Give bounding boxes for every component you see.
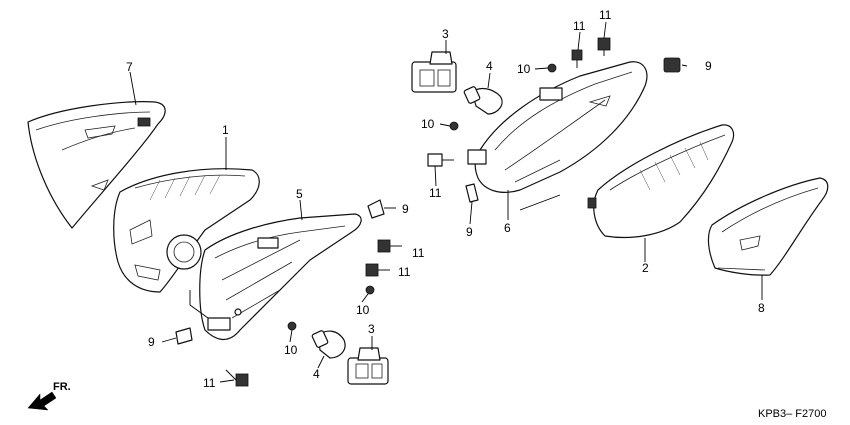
callout-5: 5 — [296, 187, 303, 201]
part-4-bulb-upper — [463, 86, 503, 115]
callout-11-bottom: 11 — [203, 376, 216, 390]
screw-10-top — [547, 63, 557, 73]
front-direction-indicator: FR. — [27, 381, 71, 411]
callout-6: 6 — [504, 221, 511, 235]
screw-10-lower — [287, 321, 297, 331]
screw-10-center — [365, 285, 375, 295]
bolt-11-top-a — [571, 49, 583, 68]
clip-9-middle-left — [367, 199, 385, 219]
callout-9-lower-left: 9 — [148, 335, 155, 349]
callout-10-lower: 10 — [284, 343, 298, 357]
bolt-11-mid-a — [377, 239, 402, 253]
callout-10-center: 10 — [356, 303, 370, 317]
leader-lines — [129, 21, 763, 383]
part-5-left-bracket — [199, 213, 362, 340]
callout-10-upper-mid: 10 — [421, 117, 435, 131]
part-3-socket-lower — [347, 347, 389, 385]
part-8-right-visor — [707, 177, 829, 276]
clip-9-middle-right — [465, 183, 479, 203]
part-7-left-visor — [27, 101, 166, 229]
callout-3-lower: 3 — [368, 322, 375, 336]
callout-11-top-a: 11 — [573, 19, 586, 33]
direction-label: FR. — [53, 381, 71, 393]
bolt-11-top-b — [597, 37, 611, 56]
callout-11-mid-a: 11 — [412, 246, 425, 260]
callout-9-middle-right: 9 — [466, 225, 473, 239]
callout-2: 2 — [642, 261, 649, 275]
callout-11-mid-b: 11 — [398, 265, 411, 279]
bolt-11-bottom — [225, 369, 249, 387]
callout-11-top-b: 11 — [599, 8, 612, 22]
part-4-bulb-lower — [311, 330, 346, 359]
callout-10-top: 10 — [517, 62, 531, 76]
callout-1: 1 — [222, 123, 229, 137]
part-6-right-bracket — [467, 61, 648, 193]
callout-8: 8 — [758, 301, 765, 315]
front-arrow-icon — [27, 391, 57, 411]
callout-7: 7 — [126, 60, 133, 74]
screw-10-upper-mid — [449, 121, 459, 131]
clip-9-lower-left — [175, 327, 193, 345]
clip-9-upper-right — [663, 57, 681, 73]
callout-3-upper: 3 — [442, 27, 449, 41]
part-3-socket-upper — [411, 51, 457, 93]
callout-4-lower: 4 — [313, 367, 320, 381]
callout-9-upper-right: 9 — [705, 59, 712, 73]
diagram-code: KPB3– F2700 — [758, 408, 827, 420]
part-2-right-turn-signal — [587, 124, 735, 239]
callout-9-middle-left: 9 — [402, 202, 409, 216]
callout-4-upper: 4 — [486, 59, 493, 73]
callout-11-mid-left: 11 — [429, 186, 442, 200]
part-1-left-turn-signal — [113, 168, 260, 293]
bolt-11-mid-left — [427, 153, 454, 167]
callout-labels: 1 2 3 3 4 4 5 6 7 8 9 9 9 9 10 10 10 10 … — [126, 8, 765, 390]
bolt-11-mid-b — [365, 263, 390, 277]
